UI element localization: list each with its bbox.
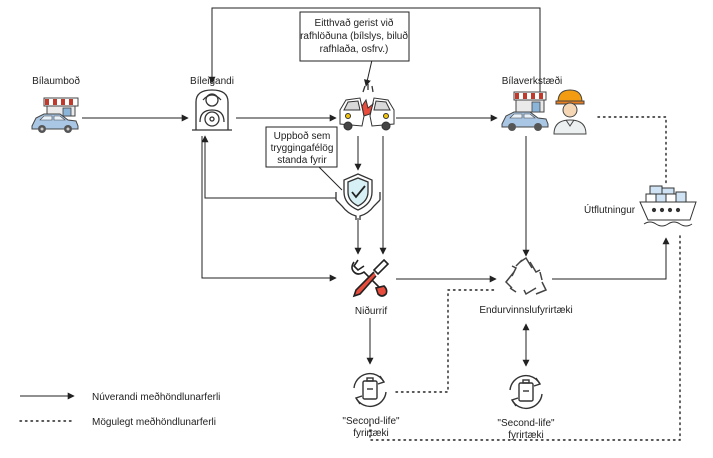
car-owner-icon — [192, 89, 232, 131]
callout-insurance: Uppboð sem tryggingafélög standa fyrir — [265, 126, 338, 168]
callout-event-line2: rafhlöðuna (bílslys, biluð — [300, 30, 408, 42]
battery-cycle-icon — [509, 374, 543, 410]
legend-possible-label: Mögulegt meðhöndlunarferli — [92, 416, 216, 428]
label-secondlife2-line2: fyrirtæki — [508, 430, 544, 441]
callout-insurance-line3: standa fyrir — [277, 155, 327, 166]
label-bileigandi: Bíleigandi — [190, 76, 234, 87]
edge-insurance-owner — [201, 135, 336, 199]
car-crash-icon — [339, 84, 395, 131]
car-workshop-icon — [501, 91, 549, 131]
recycle-icon — [504, 256, 548, 296]
callout-event: Eitthvað gerist við rafhlöðuna (bílslys,… — [299, 11, 410, 62]
label-endurvinnsla: Endurvinnslufyrirtæki — [479, 305, 572, 316]
dotted-edges — [369, 116, 681, 441]
callout-insurance-line2: tryggingafélög — [271, 143, 334, 154]
edge-workshop-export-dotted — [597, 116, 667, 185]
legend: Núverandi meðhöndlunarferli Mögulegt með… — [19, 391, 220, 428]
car-dealer-icon — [31, 97, 79, 133]
edge-export-secondlife1-dotted — [369, 235, 681, 441]
edge-owner-nidurrif — [201, 136, 337, 282]
label-secondlife2-line1: "Second-life" — [497, 418, 555, 429]
callout-insurance-line1: Uppboð sem — [274, 130, 331, 142]
wrench-tools-icon — [351, 258, 390, 298]
callout-event-line1: Eitthvað gerist við — [315, 17, 394, 29]
mechanic-icon — [553, 89, 587, 135]
label-bilaumbod: Bílaumboð — [32, 75, 80, 87]
callout-event-line3: rafhlaða, osfrv.) — [320, 43, 389, 55]
edge-workshop-owner-loop — [208, 7, 541, 92]
edge-recycle-export — [552, 237, 670, 280]
label-secondlife1-line2: fyrirtæki — [353, 428, 389, 439]
label-utflutningur: Útflutningur — [584, 203, 636, 216]
callout-insurance-pointer — [317, 165, 343, 191]
insurance-shield-icon — [335, 173, 381, 220]
solid-edges — [82, 7, 670, 367]
battery-cycle-icon — [353, 372, 387, 408]
label-nidurrif: Niðurrif — [355, 305, 387, 317]
label-secondlife1-line1: "Second-life" — [342, 416, 400, 427]
legend-current-label: Núverandi meðhöndlunarferli — [92, 391, 220, 403]
cargo-ship-icon — [639, 185, 697, 227]
label-bilaverkstaedi: Bílaverkstæði — [502, 75, 563, 87]
callout-event-pointer — [364, 59, 373, 87]
